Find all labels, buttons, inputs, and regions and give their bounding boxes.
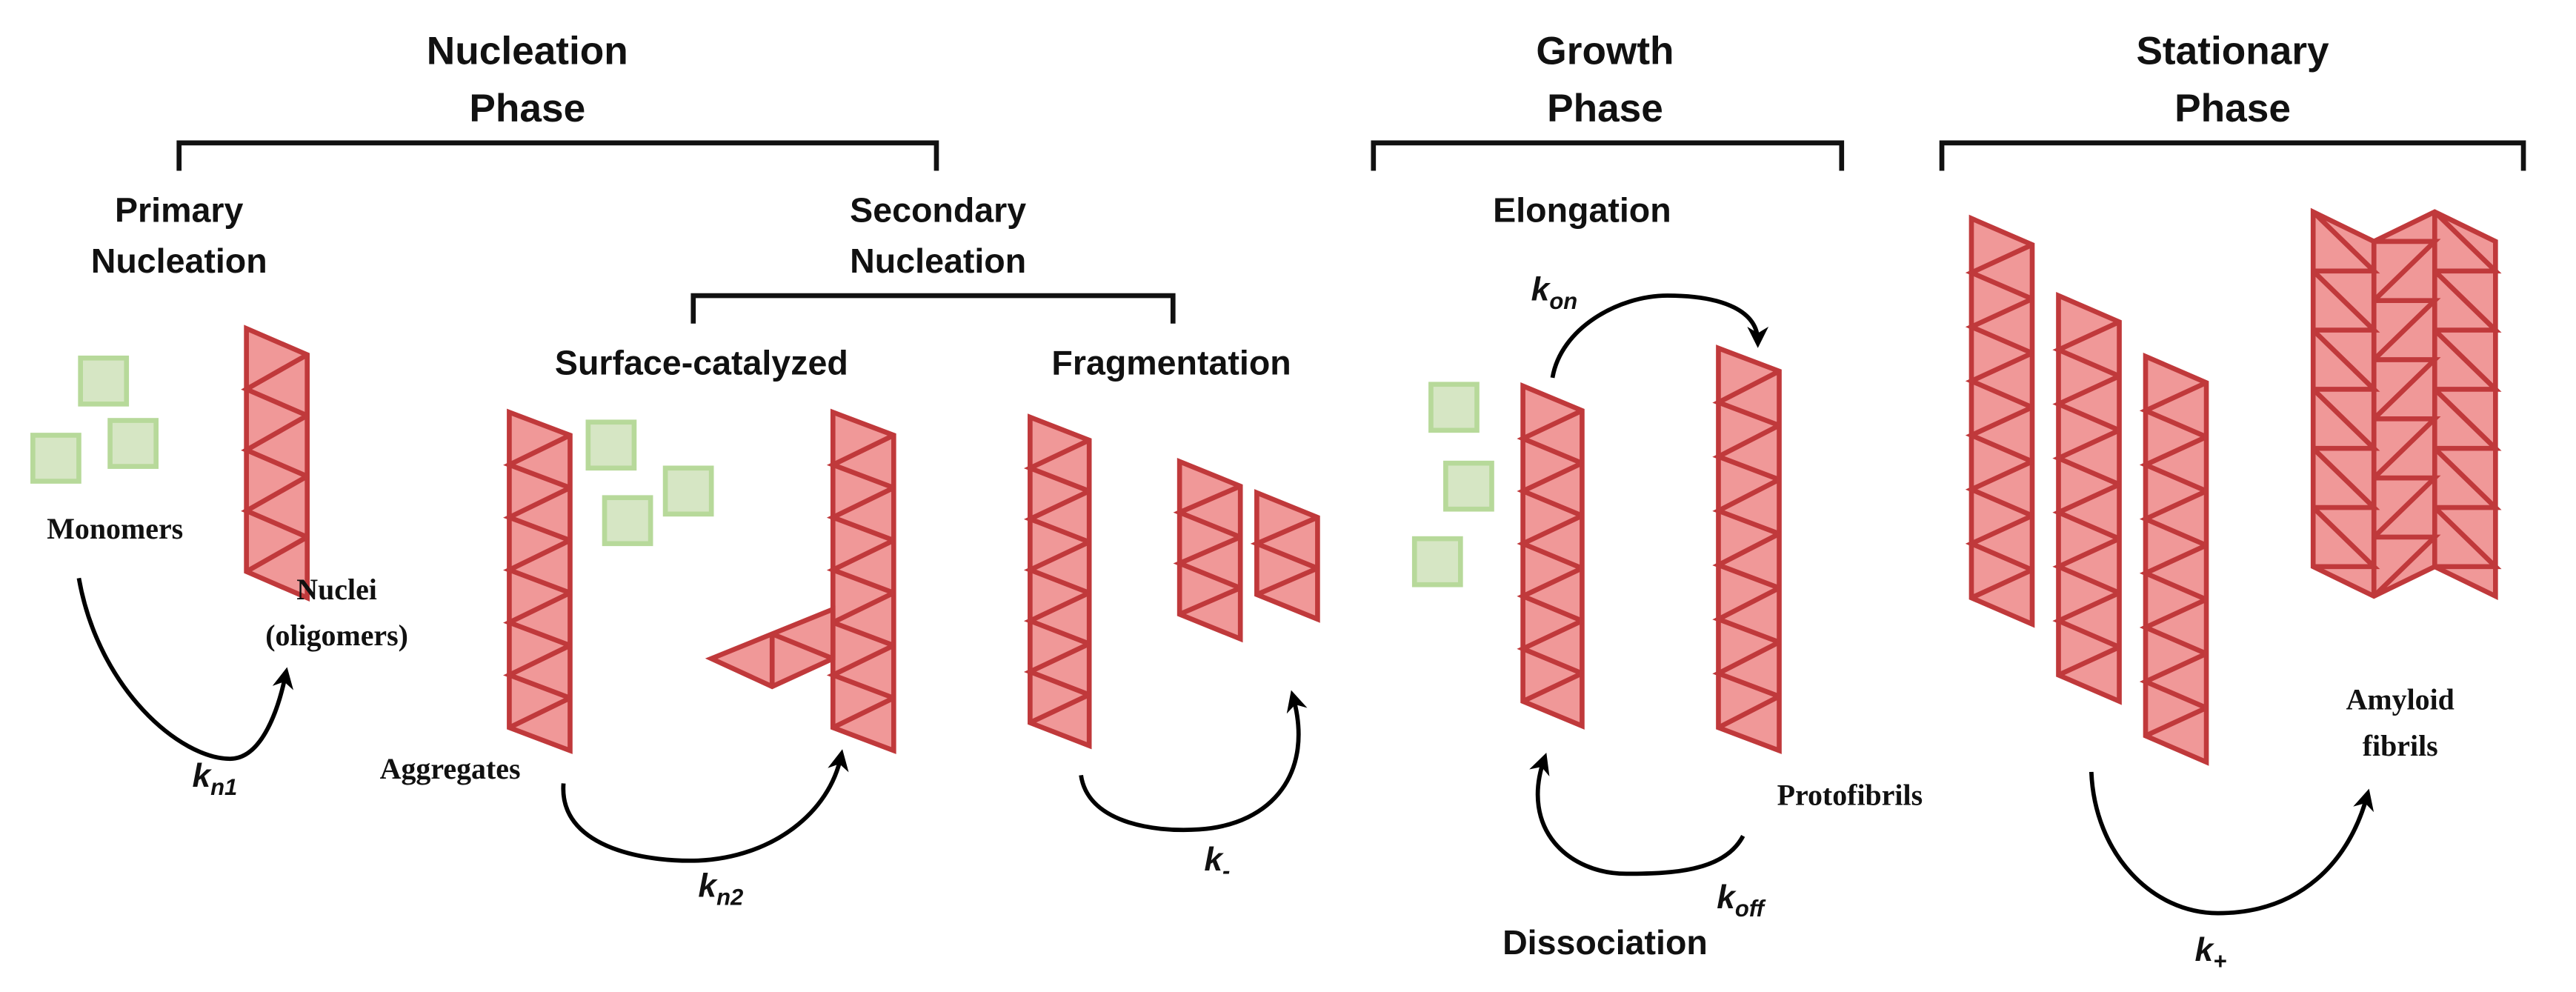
monomer-square (662, 465, 714, 517)
surface-product-fibril (826, 408, 896, 754)
monomer-square (1411, 536, 1463, 587)
amyloid-label-line2: fibrils (2363, 729, 2438, 762)
growth-phase-title: Growth Phase (1536, 29, 1674, 130)
branch-zigzag (769, 631, 834, 687)
elongation-fibril (1517, 382, 1585, 730)
protofibrils-label: Protofibrils (1777, 778, 1923, 811)
fibril-zigzag (1517, 408, 1583, 704)
phase-title-line2: Phase (469, 87, 585, 130)
fragmentation-title: Fragmentation (1051, 343, 1291, 382)
rate-kn1: kn1 (192, 758, 237, 800)
monomer-square (30, 433, 81, 484)
nucleation-phase-title: Nucleation Phase (427, 29, 628, 130)
amyloid-fibril (2310, 207, 2502, 601)
protofibril (1712, 344, 1782, 754)
fibril-zigzag (1250, 515, 1319, 597)
subtitle-line2: Nucleation (91, 242, 267, 280)
stationary-phase-title: Stationary Phase (2136, 29, 2329, 130)
fibril-zigzag (503, 433, 571, 730)
elongation-title: Elongation (1493, 190, 1671, 229)
surface-catalyzed-title: Surface-catalyzed (555, 343, 848, 382)
stationary-protofibril-3 (2139, 353, 2209, 766)
fibril-zigzag (1712, 369, 1781, 730)
fibril-group (241, 207, 2502, 766)
fragmentation-parent-fibril (1023, 413, 1092, 750)
monomer-square (78, 355, 130, 407)
phase-title-line1: Stationary (2136, 29, 2329, 73)
dissociation-koff-arrow (1529, 753, 1745, 876)
monomer-square (602, 495, 653, 547)
fibril-zigzag (1965, 242, 2034, 600)
nuclei-label: Nuclei (oligomers) (265, 573, 408, 652)
fragment-fibril-2 (1250, 489, 1320, 623)
secondary-nucleation-bracket (690, 293, 1176, 324)
fragmentation-arrow (1079, 690, 1308, 833)
subtitle-line1: Primary (115, 190, 244, 229)
monomer-square (585, 419, 637, 471)
phase-title-line1: Nucleation (427, 29, 628, 73)
fibril-zigzag (1023, 438, 1091, 725)
secondary-nucleation-title: Secondary Nucleation (850, 190, 1026, 280)
phase-title-line1: Growth (1536, 29, 1674, 73)
aggregates-label: Aggregates (380, 752, 521, 785)
monomer-square (107, 418, 159, 469)
rate-kplus: k+ (2195, 932, 2227, 974)
surface-catalyzed-arrow (561, 749, 849, 863)
rate-koff: koff (1717, 879, 1765, 922)
rate-kn2: kn2 (698, 868, 743, 910)
aggregate-fibril (503, 408, 573, 754)
surface-nucleated-branch (705, 605, 836, 690)
stationary-kplus-arrow (2089, 771, 2374, 916)
nuclei-label-line1: Nuclei (296, 573, 377, 606)
subtitle-line1: Secondary (850, 190, 1026, 229)
fibril-zigzag (2052, 319, 2120, 678)
amyloid-outline (2310, 207, 2498, 601)
rate-kon: kon (1531, 272, 1578, 314)
amyloid-fibrils-label: Amyloid fibrils (2346, 683, 2454, 762)
nucleation-phase-bracket (176, 140, 939, 171)
primary-nucleation-title: Primary Nucleation (91, 190, 267, 280)
monomer-square (1428, 382, 1480, 433)
dissociation-title: Dissociation (1502, 923, 1708, 962)
nuclei-label-line2: (oligomers) (265, 619, 408, 652)
fibril-zigzag (241, 352, 309, 574)
fibril-zigzag (1173, 484, 1242, 617)
amyloid-label-line1: Amyloid (2346, 683, 2454, 716)
elongation-kon-arrow (1550, 293, 1769, 379)
stationary-protofibril-1 (1965, 214, 2035, 628)
growth-phase-bracket (1371, 140, 1845, 171)
nucleus-fibril (241, 324, 310, 602)
phase-title-line2: Phase (2174, 87, 2291, 130)
subtitle-line2: Nucleation (850, 242, 1026, 280)
stationary-phase-bracket (1939, 140, 2526, 171)
monomers-label: Monomers (47, 512, 183, 545)
monomer-square (1443, 460, 1494, 512)
monomer-group (30, 355, 1494, 587)
fibril-zigzag (2139, 380, 2208, 739)
fragment-fibril-1 (1173, 458, 1243, 643)
rate-k-minus: k- (1204, 842, 1230, 884)
stationary-protofibril-2 (2052, 291, 2122, 705)
primary-nucleation-arrow (76, 577, 294, 762)
phase-title-line2: Phase (1547, 87, 1663, 130)
amyloid-lattice (2311, 210, 2502, 599)
